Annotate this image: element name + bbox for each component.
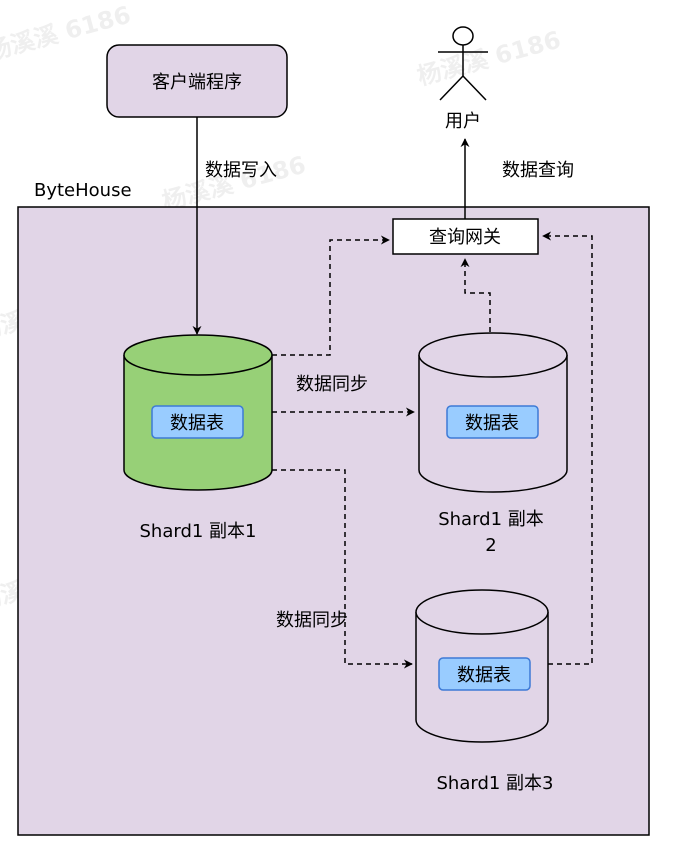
replica-2-caption-line1: Shard1 副本 [438, 509, 544, 530]
bytehouse-container [17, 206, 650, 836]
replica-2-caption-line2: 2 [485, 535, 496, 556]
replica-1-table-label: 数据表 [170, 413, 224, 434]
sync-label-replica3: 数据同步 [276, 610, 348, 631]
replica-3-table-label: 数据表 [457, 665, 511, 686]
replica-3-caption: Shard1 副本3 [437, 773, 554, 794]
container-label: ByteHouse [34, 180, 132, 201]
watermark: 杨溪溪 6186 [414, 26, 563, 91]
replica-1-table-chip [151, 405, 244, 439]
write-arrow-label: 数据写入 [205, 160, 277, 181]
user-icon [438, 26, 488, 101]
query-gateway [392, 218, 539, 255]
replica-1-caption: Shard1 副本1 [140, 521, 257, 542]
replica-2-table-chip [446, 405, 539, 439]
replica2-to-gateway-connector [460, 258, 491, 332]
sync-label-replica2: 数据同步 [296, 374, 368, 395]
replica-3-table-chip [438, 657, 531, 691]
query-arrow-label: 数据查询 [502, 160, 574, 181]
replica-2-table-label: 数据表 [465, 413, 519, 434]
user-label: 用户 [445, 111, 481, 132]
sync-arrow-replica3 [272, 469, 413, 669]
client-label: 客户端程序 [152, 72, 242, 93]
gateway-label: 查询网关 [429, 227, 501, 248]
replica1-to-gateway-connector [272, 235, 390, 356]
replica3-to-gateway-connector [542, 231, 593, 665]
